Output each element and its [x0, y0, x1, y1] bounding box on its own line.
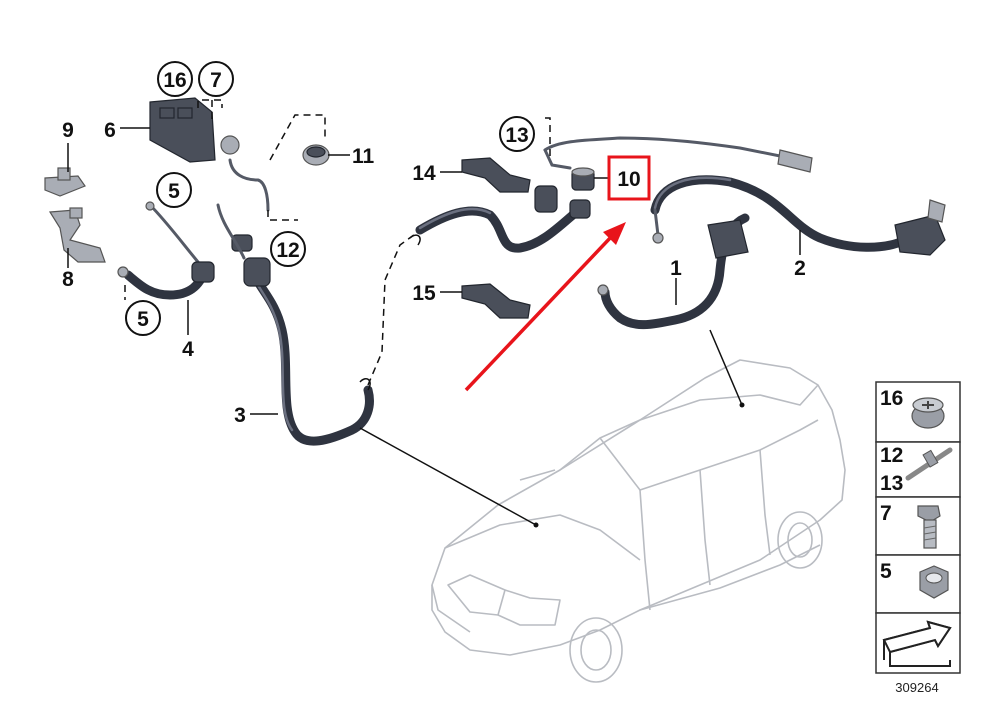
callout-10-highlighted: 10 [607, 155, 651, 201]
callout-labels: 16 7 6 9 8 5 5 4 3 11 12 13 14 15 [62, 61, 806, 427]
svg-text:5: 5 [137, 308, 149, 331]
bolt-icon [917, 505, 941, 549]
callout-16: 16 [157, 61, 193, 97]
callout-4: 4 [182, 338, 194, 361]
callout-2: 2 [794, 257, 806, 280]
callout-12: 12 [270, 231, 306, 267]
callout-8: 8 [62, 268, 74, 291]
callout-3: 3 [234, 404, 246, 427]
callout-5-lower: 5 [125, 300, 161, 336]
callout-11: 11 [352, 145, 375, 168]
legend-label-5: 5 [880, 560, 892, 583]
legend-label-12: 12 [880, 444, 903, 467]
part-11-grommet [302, 144, 330, 166]
svg-text:10: 10 [617, 168, 640, 191]
hex-nut-icon [919, 565, 949, 599]
leader-lines [67, 99, 801, 528]
svg-text:12: 12 [276, 239, 299, 262]
part-6-distributor-block [149, 97, 216, 163]
cable-4 [117, 201, 215, 300]
parts-legend: 16 12 13 7 5 309264 [875, 381, 961, 695]
legend-label-16: 16 [880, 387, 903, 410]
svg-text:16: 16 [163, 69, 186, 92]
cable-3-main [216, 185, 591, 446]
cable-12-wire [220, 135, 270, 212]
diagram-reference-number: 309264 [895, 680, 938, 695]
callout-14: 14 [412, 162, 436, 185]
svg-text:5: 5 [168, 180, 180, 203]
callout-6: 6 [104, 119, 116, 142]
sensor-wire [543, 136, 813, 173]
svg-text:13: 13 [505, 124, 528, 147]
legend-cell-5 [875, 554, 961, 614]
vehicle-outline [431, 359, 846, 683]
callout-15: 15 [412, 282, 436, 305]
callout-9: 9 [62, 119, 74, 142]
cable-2 [650, 175, 946, 256]
callout-7: 7 [198, 61, 234, 97]
callout-1: 1 [670, 257, 682, 280]
cable-tie-icon [905, 447, 953, 481]
part-8-battery-terminal [48, 207, 106, 263]
part-15-bracket [461, 283, 531, 319]
part-14-bracket [461, 157, 531, 193]
legend-label-7: 7 [880, 502, 892, 525]
legend-label-13: 13 [880, 472, 903, 495]
cable-1 [597, 213, 750, 330]
callout-5-upper: 5 [156, 172, 192, 208]
highlight-pointer-arrow [464, 222, 626, 392]
cap-nut-icon [911, 397, 945, 429]
front-direction-arrow-icon [882, 620, 952, 667]
svg-text:7: 7 [210, 69, 222, 92]
cable-break-lines [359, 231, 421, 391]
part-9-terminal-clamp [44, 167, 86, 197]
part-10-insulating-cap [571, 167, 595, 191]
callout-13: 13 [499, 116, 535, 152]
